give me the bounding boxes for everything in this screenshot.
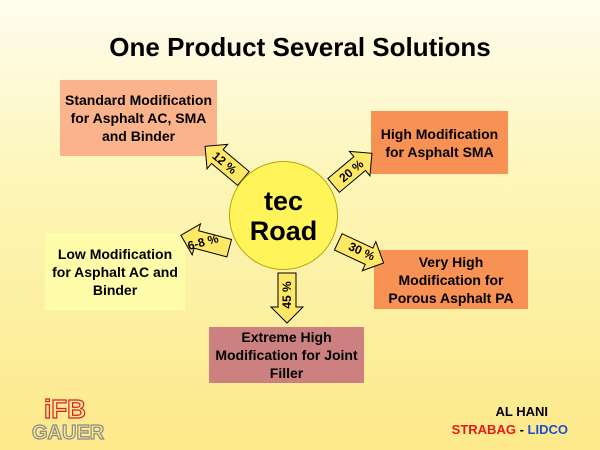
solution-label-low: Low Modification for Asphalt AC and Bind… [52, 245, 178, 298]
arrow-standard [204, 143, 250, 187]
solution-box-extreme: Extreme High Modification for Joint Fill… [209, 327, 364, 383]
arrow-label-extreme: 45 % [280, 281, 294, 309]
solution-label-standard: Standard Modification for Asphalt AC, SM… [65, 92, 212, 144]
arrow-low [180, 222, 233, 258]
slide-title: One Product Several Solutions [109, 32, 491, 62]
ifb-gauer-logo: iFB GAUER [31, 396, 105, 442]
hub-circle: tec Road [229, 161, 338, 270]
arrow-extreme [269, 272, 305, 324]
solution-box-low: Low Modification for Asphalt AC and Bind… [45, 233, 185, 310]
arrow-high [327, 150, 373, 194]
solution-label-high: High Modification for Asphalt SMA [380, 125, 499, 160]
footer-org-separator: - [519, 422, 524, 437]
logo-gauer-text: GAUER [32, 422, 105, 442]
arrow-very-high [333, 233, 385, 272]
solution-box-standard: Standard Modification for Asphalt AC, SM… [60, 80, 217, 156]
hub-line-1: tec [263, 185, 304, 216]
solution-box-high: High Modification for Asphalt SMA [371, 111, 508, 174]
footer-organizations: STRABAG - LIDCO [452, 422, 568, 437]
solution-label-very-high: Very High Modification for Porous Asphal… [388, 253, 514, 306]
footer-org-lidco: LIDCO [527, 422, 568, 437]
hub-line-2: Road [249, 215, 318, 246]
solution-label-extreme: Extreme High Modification for Joint Fill… [215, 329, 358, 381]
footer-org-strabag: STRABAG [451, 422, 516, 437]
solution-box-very-high: Very High Modification for Porous Asphal… [374, 250, 528, 309]
footer-author: AL HANI [495, 404, 548, 419]
logo-ifb-text: iFB [44, 396, 86, 424]
